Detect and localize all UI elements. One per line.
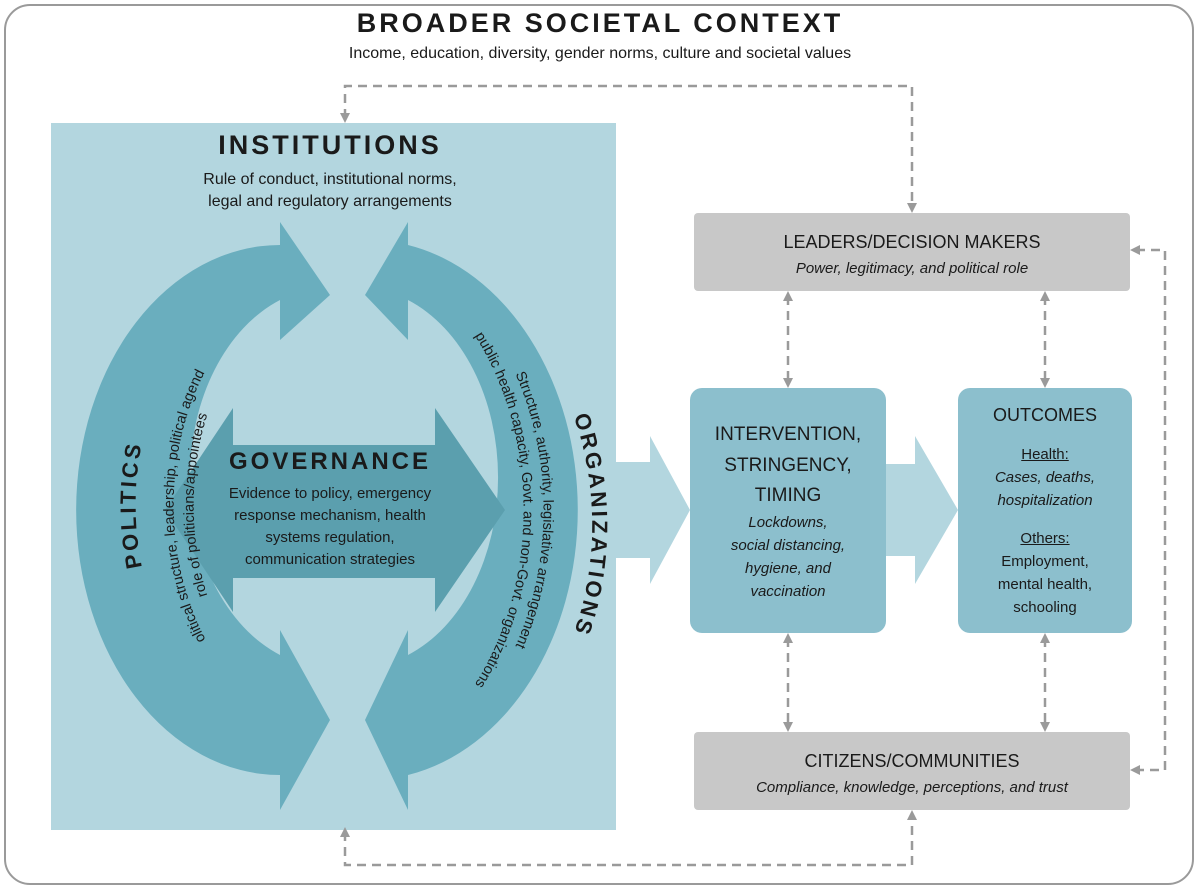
governance-desc-line3: systems regulation,: [265, 529, 395, 546]
intervention-detail-line1: Lockdowns,: [748, 514, 828, 531]
governance-desc-line2: response mechanism, health: [234, 507, 426, 524]
flow-arrow-intervention-to-outcomes: [886, 436, 958, 584]
intervention-box: [690, 388, 886, 633]
outcomes-others-line3: schooling: [1013, 599, 1077, 616]
outcomes-health-line1: Cases, deaths,: [994, 469, 1096, 486]
leaders-subtitle: Power, legitimacy, and political role: [795, 260, 1029, 277]
right-feedback-connector: [1130, 245, 1167, 775]
citizens-box: [694, 732, 1130, 810]
citizens-subtitle: Compliance, knowledge, perceptions, and …: [756, 779, 1068, 796]
top-context-connector: [340, 84, 917, 213]
intervention-detail-line3: hygiene, and: [745, 560, 831, 577]
governance-title: GOVERNANCE: [228, 448, 432, 475]
outcomes-others-line2: mental health,: [997, 576, 1093, 593]
governance-arrow: [165, 408, 505, 612]
outcomes-title: OUTCOMES: [992, 405, 1097, 425]
context-subtitle: Income, education, diversity, gender nor…: [348, 45, 852, 62]
intervention-detail-line2: social distancing,: [730, 537, 846, 554]
outcomes-health-label: Health:: [1021, 446, 1069, 463]
outcomes-box: [958, 388, 1132, 633]
politics-title: POLITICS: [116, 439, 147, 571]
organizations-arc: [365, 222, 578, 810]
governance-desc-line4: communication strategies: [244, 551, 416, 568]
intervention-title-line1: INTERVENTION,: [714, 424, 862, 445]
flow-arrow-panel-to-intervention: [615, 436, 690, 584]
bottom-context-connector: [340, 810, 917, 867]
outcomes-others-line1: Employment,: [1001, 553, 1089, 570]
outcomes-others-label: Others:: [1020, 530, 1070, 547]
intervention-title-line2: STRINGENCY,: [724, 455, 852, 476]
governance-desc-line1: Evidence to policy, emergency: [228, 485, 432, 502]
institutions-desc-line2: legal and regulatory arrangements: [208, 193, 452, 210]
leaders-title: LEADERS/DECISION MAKERS: [783, 232, 1041, 252]
outcomes-health-line2: hospitalization: [997, 492, 1093, 509]
leaders-box: [694, 213, 1130, 291]
institutions-title: INSTITUTIONS: [218, 130, 442, 160]
intervention-detail-line4: vaccination: [750, 583, 826, 600]
intervention-title-line3: TIMING: [754, 485, 822, 506]
politics-arc: [76, 222, 330, 810]
outer-frame: [4, 4, 1194, 885]
context-title: BROADER SOCIETAL CONTEXT: [356, 8, 844, 38]
institutions-desc-line1: Rule of conduct, institutional norms,: [203, 171, 457, 188]
citizens-title: CITIZENS/COMMUNITIES: [804, 751, 1020, 771]
